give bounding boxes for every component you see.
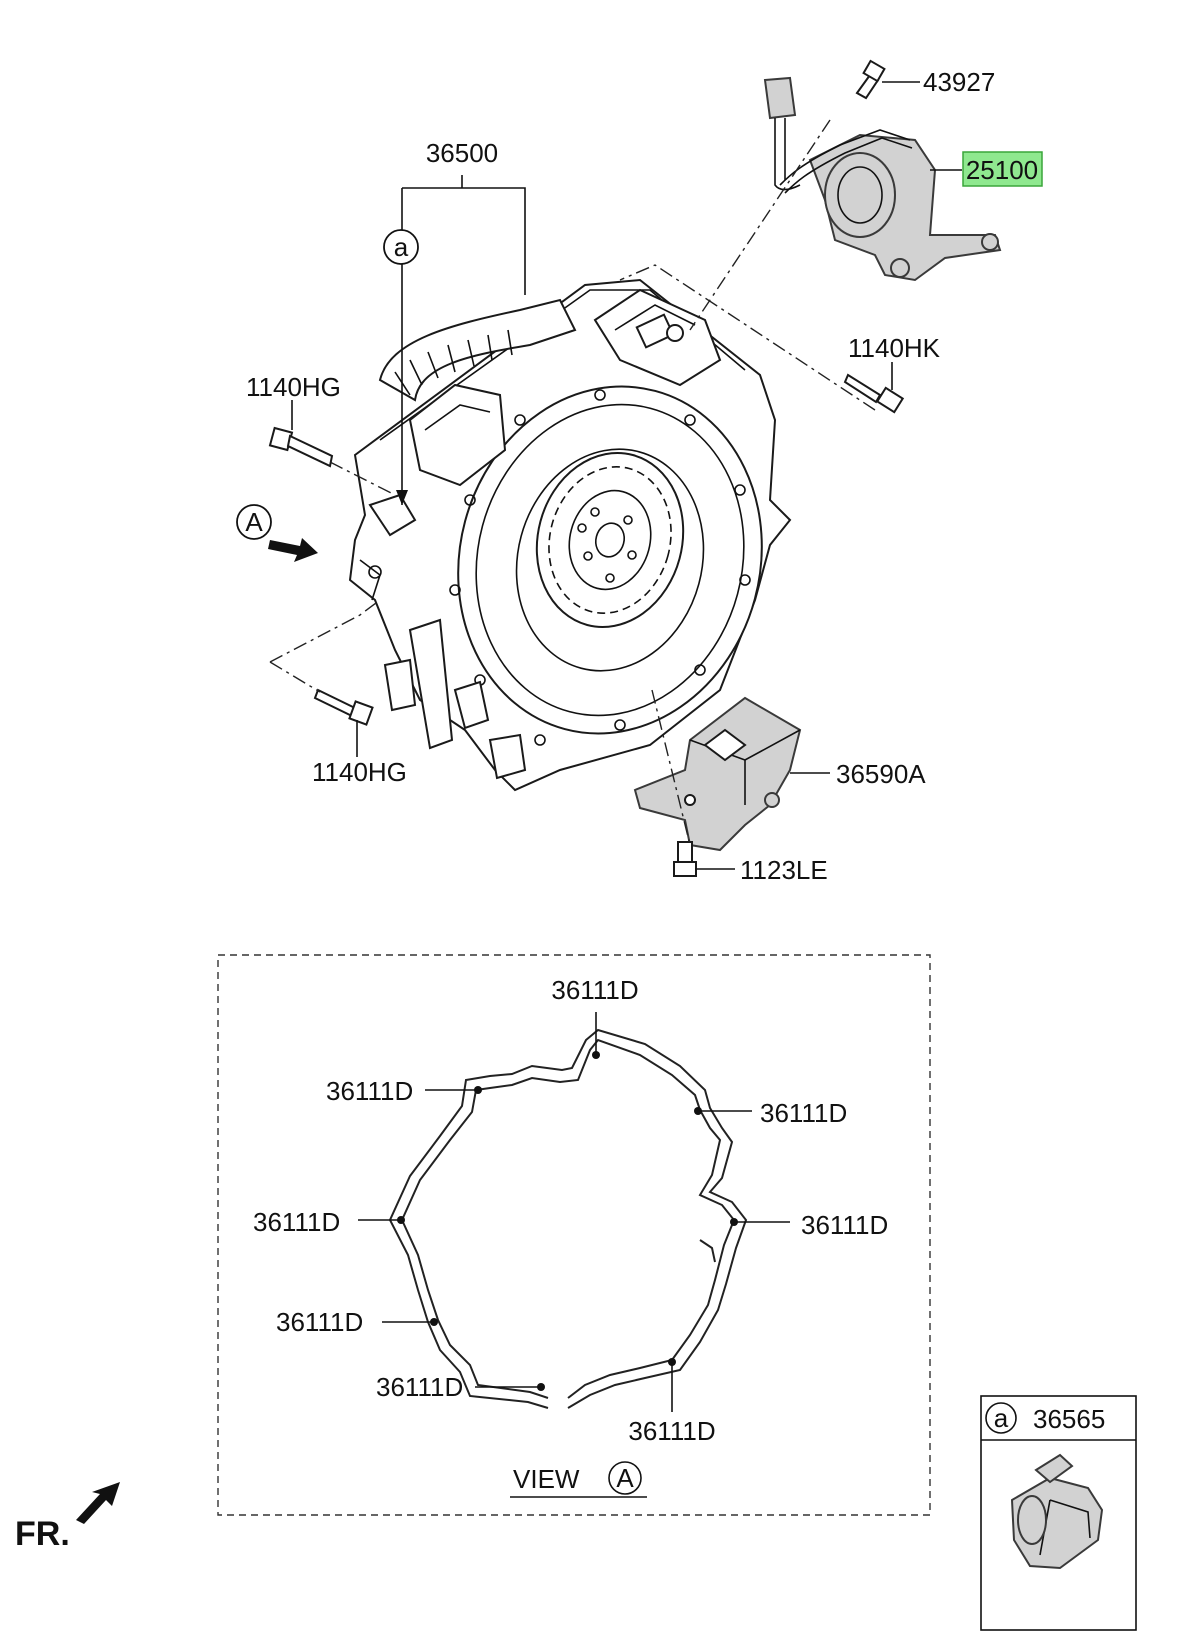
leader-lines: [269, 81, 962, 870]
inset-sensor-box: a 36565: [980, 1395, 1137, 1631]
svg-text:A: A: [616, 1463, 634, 1493]
label-36565: 36565: [1033, 1404, 1105, 1434]
gasket-label-left: 36111D: [253, 1207, 340, 1237]
view-a-marker: A: [236, 504, 318, 562]
gasket-label-lower-left: 36111D: [276, 1307, 363, 1337]
gasket-leaders: [358, 1012, 790, 1412]
label-1140hk: 1140HK: [848, 333, 941, 363]
gasket-label-right: 36111D: [801, 1210, 888, 1240]
svg-text:a: a: [394, 232, 409, 262]
view-a-panel: 36111D 36111D 36111D 36111D 36111D 36111…: [217, 954, 931, 1516]
callout-a: a: [383, 229, 419, 265]
svg-text:a: a: [994, 1403, 1009, 1433]
svg-text:FR.: FR.: [15, 1515, 70, 1553]
speed-sensor-illustration: [1010, 1453, 1104, 1570]
gasket-label-bottom: 36111D: [628, 1416, 715, 1446]
label-1140hg-bottom: 1140HG: [312, 757, 407, 787]
bolt-1140hg-top: [268, 426, 334, 468]
motor-assembly: [348, 278, 792, 792]
svg-text:VIEW: VIEW: [513, 1464, 580, 1494]
label-43927: 43927: [923, 67, 995, 97]
view-caption: VIEW A: [510, 1461, 647, 1498]
bolt-1140hk: [843, 373, 905, 414]
electric-water-pump: [763, 76, 1002, 282]
gasket-label-bottom-left: 36111D: [376, 1372, 463, 1402]
label-1123le: 1123LE: [740, 855, 828, 885]
view-direction-arrow: [268, 538, 318, 562]
flange-bolt-holes: [449, 389, 751, 746]
bolt-1123le: [673, 841, 697, 877]
svg-text:A: A: [245, 507, 263, 537]
highlighted-label-25100: 25100: [962, 151, 1043, 187]
label-36590a: 36590A: [836, 759, 926, 789]
label-36500: 36500: [426, 138, 498, 168]
label-1140hg-top: 1140HG: [246, 372, 341, 402]
gasket-label-upper-right: 36111D: [760, 1098, 847, 1128]
bolt-43927: [855, 59, 886, 100]
gasket-label-upper-left: 36111D: [326, 1076, 413, 1106]
front-orientation-marker: FR.: [15, 1482, 120, 1553]
mounting-bracket: [633, 696, 802, 852]
gasket-label-top: 36111D: [551, 975, 638, 1005]
label-25100: 25100: [966, 155, 1038, 185]
bolt-1140hg-bottom: [313, 688, 374, 726]
rotor-gear: [535, 451, 685, 629]
front-arrow-icon: [76, 1482, 120, 1524]
gasket: [388, 1028, 748, 1409]
